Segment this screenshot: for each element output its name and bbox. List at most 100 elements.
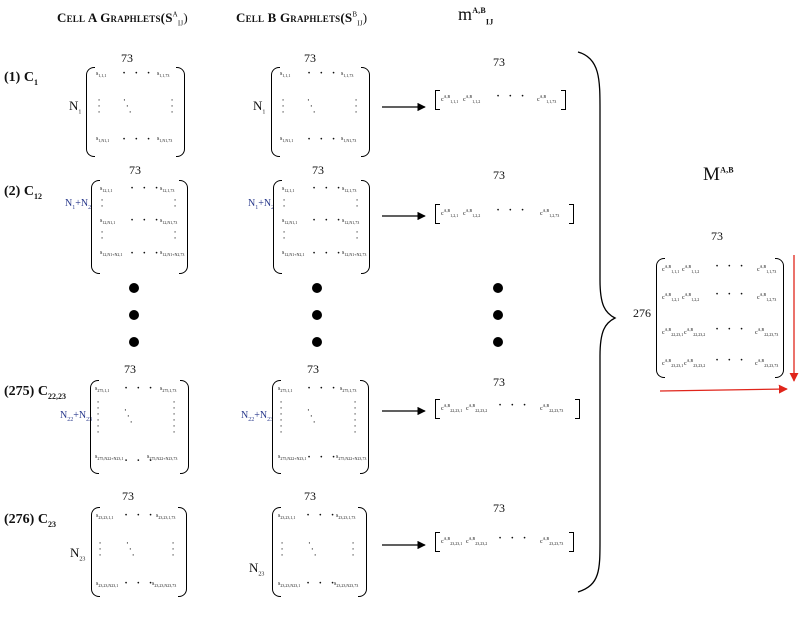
red-arrow-right (659, 384, 788, 394)
header-M-sup: A,B (720, 165, 734, 175)
row-label-275: (275) C22,23 (4, 384, 66, 401)
matrix-b1-entry-bl: s (280, 136, 283, 142)
matrix-a2-hdots: · · · (130, 213, 161, 228)
matrix-a275-entry: s275,1,1 (95, 386, 110, 394)
matrix-a2-hdots: · · · (130, 246, 161, 261)
matrix-b1-entry: s1,1,1 (280, 71, 291, 79)
n-label-a275-sub2: 23 (86, 417, 93, 423)
matrix-a2-entry-tr: s (160, 186, 163, 192)
matrix-b1-vdots: ··· (281, 96, 285, 118)
vector-m275-entry: cA,B22,23,1 (441, 403, 463, 414)
matrix-b276-entry: s23,23,1,73 (336, 513, 356, 521)
n-label-b1-main: N (253, 98, 263, 113)
matrix-b276-entry-tl: s (278, 513, 281, 519)
matrix-a1-entry: s1,N1,73 (157, 136, 173, 144)
vector-m1-entry: cA,B1,1,1 (441, 94, 459, 105)
matrix-a276-entry: s23,23,N23,1 (96, 581, 119, 589)
matrix-b276-entry-br: s (334, 581, 337, 587)
header-M: MA,B (703, 164, 734, 186)
matrix-b276-left-bracket (272, 507, 281, 597)
matrix-a1-hdots: · · · (122, 66, 153, 81)
matrix-b1-ddots: · · · (307, 96, 316, 118)
matrix-a276-left-bracket (91, 507, 100, 597)
matrix-b2-vdots: ·· (355, 228, 359, 244)
matrix-a276-entry-tl: s (96, 513, 99, 519)
ellipsis-dot (493, 337, 503, 347)
vector-m2-entry-c73: c (540, 211, 543, 217)
n-label-a2-plus: +N (75, 198, 89, 209)
matrix-b2-entry: s12,1,73 (342, 186, 357, 194)
matrix-b2-hdots: · · · (312, 213, 343, 228)
vector-m1-right-bracket (561, 90, 566, 110)
vector-m276-left-bracket (435, 532, 440, 552)
vector-m275-entry: cA,B22,23,73 (540, 403, 564, 414)
vector-m276-entry-c2: c (466, 539, 469, 545)
row-label-1: (1) C1 (4, 70, 38, 87)
matrix-M-entry-r1c2: c (682, 267, 685, 273)
matrix-a2-entry-br: s (160, 250, 163, 256)
vector-m2-hdots: · · · (496, 203, 527, 218)
n-label-a2-sub2: 2 (88, 205, 92, 211)
n-label-b276-main: N (249, 560, 259, 575)
matrix-M-hdots: · · · (715, 353, 746, 368)
row-label-276-sub: 23 (47, 519, 56, 529)
dim-73-m275: 73 (493, 375, 505, 389)
n-label-a276: N23 (70, 545, 85, 563)
vector-m1-entry-c2: c (463, 97, 466, 103)
matrix-M-entry-r1c73: c (757, 267, 760, 273)
n-label-a275-plus: +N (73, 410, 87, 421)
matrix-a2-entry: s12,1,1 (100, 186, 113, 194)
header-cell-b-close: ) (362, 10, 368, 25)
vector-m276-entry: cA,B23,23,73 (540, 536, 564, 547)
matrix-a275-entry-bl: s (95, 454, 98, 460)
matrix-a2-vdots: ·· (173, 196, 177, 212)
matrix-a1-entry-br: s (157, 136, 160, 142)
vector-m2-right-bracket (569, 204, 574, 224)
matrix-b1-left-bracket (271, 67, 280, 157)
ellipsis-dot (493, 283, 503, 293)
matrix-M-entry: cA,B1,2,2 (682, 292, 700, 303)
dim-73-a275: 73 (124, 362, 136, 376)
matrix-b1-entry-tr: s (341, 71, 344, 77)
matrix-M-hdots: · · · (715, 287, 746, 302)
matrix-b276-hdots: · · · (306, 576, 337, 591)
dim-73-m276: 73 (493, 501, 505, 515)
matrix-b275-entry-tr: s (340, 386, 343, 392)
vector-m1-entry-c73: c (537, 97, 540, 103)
n-label-b275-sub: 22 (248, 417, 255, 423)
matrix-b276-vdots: ··· (280, 539, 284, 561)
matrix-M-entry-r2c2: c (682, 295, 685, 301)
matrix-M-entry: cA,B22,23,1 (662, 327, 684, 338)
matrix-b2-entry-tl: s (282, 186, 285, 192)
matrix-b2-left-bracket (273, 180, 282, 274)
vector-m2-left-bracket (435, 204, 440, 224)
matrix-a2-entry-mr: s (160, 218, 163, 224)
matrix-a2-vdots: ·· (173, 228, 177, 244)
curly-brace (577, 51, 617, 593)
matrix-b1-vdots: ··· (354, 96, 358, 118)
matrix-M-entry-r2c73: c (757, 295, 760, 301)
matrix-b2-entry-br: s (342, 250, 345, 256)
ellipsis-dot (312, 310, 322, 320)
matrix-a275-left-bracket (90, 380, 99, 474)
matrix-b275-ddots: · · · (307, 406, 316, 428)
vector-m275-entry-c2: c (466, 406, 469, 412)
n-label-b2-sub2: 2 (271, 205, 275, 211)
matrix-M-entry: cA,B23,23,1 (662, 358, 684, 369)
header-M-main: M (703, 164, 721, 185)
matrix-b275-entry: s275,1,73 (340, 386, 357, 394)
matrix-M-entry: cA,B22,23,2 (684, 327, 706, 338)
matrix-b275-vdots: ······ (353, 398, 357, 438)
n-label-a2-sub: 1 (72, 205, 76, 211)
matrix-b276-entry: s23,23,1,1 (278, 513, 296, 521)
matrix-a2-entry: s12,N1+N2,73 (160, 250, 185, 258)
matrix-M-entry: cA,B23,23,73 (755, 358, 779, 369)
vector-m275-entry-c1: c (441, 406, 444, 412)
matrix-a2-left-bracket (91, 180, 100, 274)
matrix-M-entry-r4c2: c (684, 361, 687, 367)
matrix-M-entry-r1c1: c (662, 267, 665, 273)
vector-m275-hdots: · · · (498, 398, 529, 413)
matrix-b2-vdots: ·· (282, 196, 286, 212)
matrix-b1-entry: s1,N1,73 (341, 136, 357, 144)
vector-m276-entry: cA,B23,23,1 (441, 536, 463, 547)
